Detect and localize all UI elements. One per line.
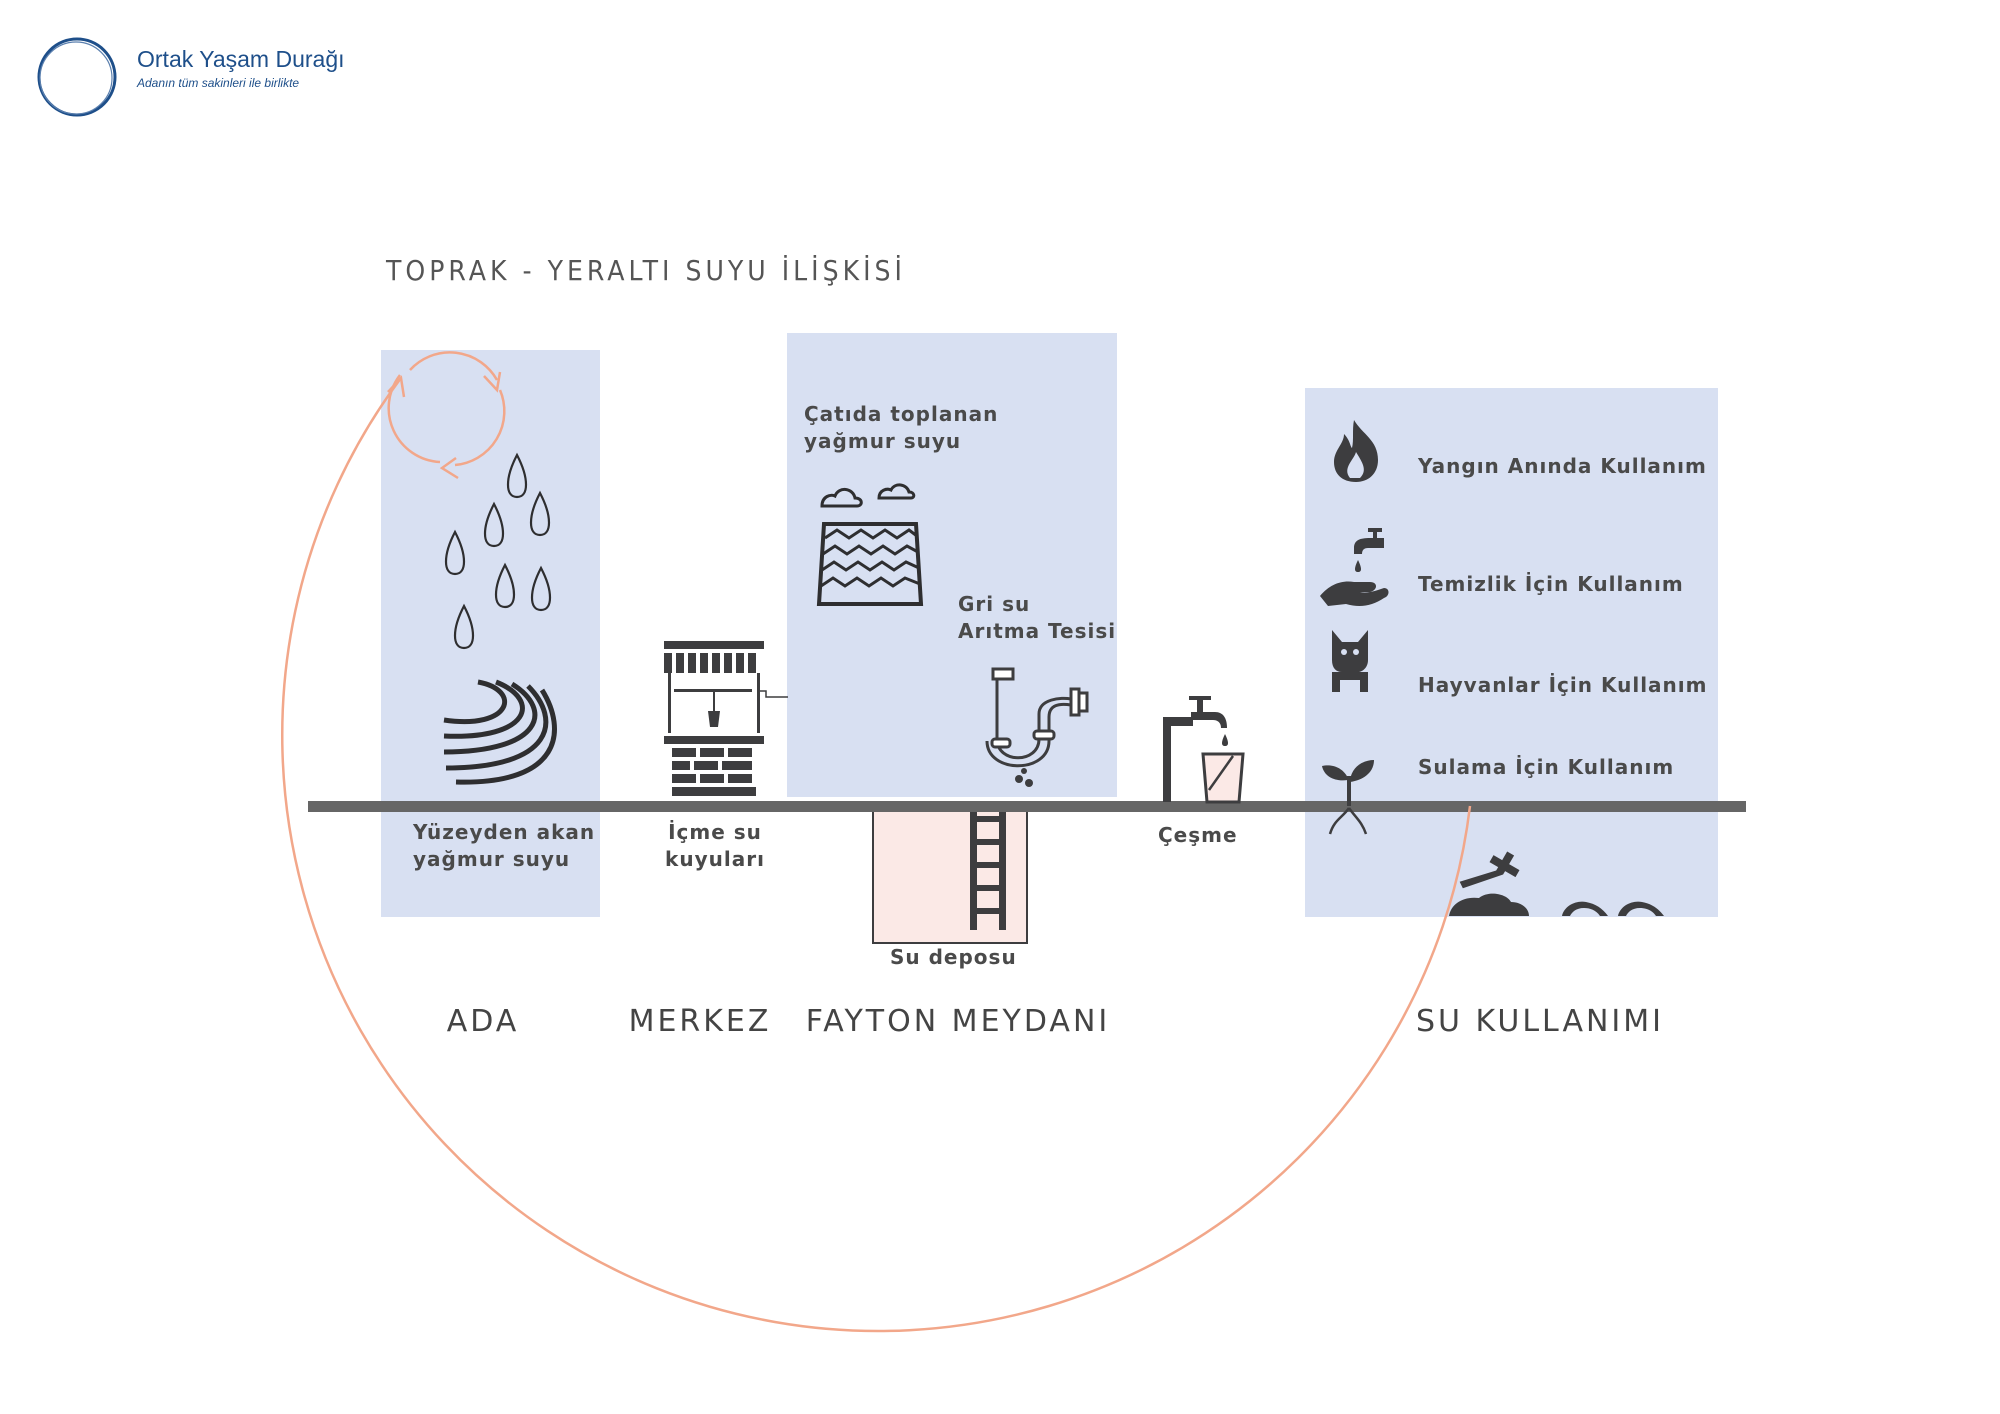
label-grey-water: Gri su Arıtma Tesisi bbox=[958, 591, 1116, 645]
panel-su-kullanimi bbox=[1305, 388, 1718, 917]
panel-fayton bbox=[787, 333, 1117, 797]
use-animals-label: Hayvanlar İçin Kullanım bbox=[1418, 673, 1708, 697]
use-fire-label: Yangın Anında Kullanım bbox=[1418, 454, 1707, 478]
zone-fayton-meydani: FAYTON MEYDANI bbox=[805, 1004, 1111, 1039]
zone-ada: ADA bbox=[446, 1004, 520, 1039]
pipe-icon bbox=[985, 667, 1089, 787]
ground-line bbox=[308, 801, 1746, 812]
zone-merkez: MERKEZ bbox=[628, 1004, 772, 1039]
hand-tap-icon bbox=[1320, 528, 1389, 606]
panel-ada bbox=[381, 350, 600, 917]
use-irrigation-label: Sulama İçin Kullanım bbox=[1418, 755, 1675, 779]
label-tank: Su deposu bbox=[890, 945, 1017, 969]
logo-name: Ortak Yaşam Durağı bbox=[137, 46, 345, 72]
use-cleaning-label: Temizlik İçin Kullanım bbox=[1418, 572, 1684, 596]
label-line: İçme su bbox=[668, 820, 762, 844]
label-line: Yüzeyden akan bbox=[413, 820, 596, 844]
fire-icon bbox=[1334, 420, 1378, 482]
label-line: yağmur suyu bbox=[413, 847, 571, 871]
label-roof-rain: Çatıda toplanan yağmur suyu bbox=[804, 401, 998, 455]
label-line: yağmur suyu bbox=[804, 429, 962, 453]
grave-icon bbox=[1449, 851, 1529, 916]
label-line: Gri su bbox=[958, 592, 1031, 616]
label-line: kuyuları bbox=[665, 847, 765, 871]
label-line: Arıtma Tesisi bbox=[958, 619, 1117, 643]
runoff-waves-icon bbox=[443, 679, 557, 785]
small-cycle-icon bbox=[387, 351, 506, 480]
roof-rain-icon bbox=[816, 483, 924, 606]
dog-icon bbox=[1332, 630, 1368, 692]
label-line: Çatıda toplanan bbox=[804, 402, 999, 426]
label-surface-runoff: Yüzeyden akan yağmur suyu bbox=[413, 819, 595, 873]
fountain-icon bbox=[1163, 696, 1245, 804]
logo-tagline: Adanın tüm sakinleri ile birlikte bbox=[137, 76, 300, 90]
label-wells: İçme su kuyuları bbox=[655, 819, 775, 873]
sprout-icon bbox=[1322, 760, 1374, 835]
zone-su-kullanimi: SU KULLANIMI bbox=[1415, 1004, 1665, 1039]
diagram-title: TOPRAK - YERALTI SUYU İLİŞKİSİ bbox=[386, 254, 906, 287]
well-icon bbox=[664, 641, 788, 796]
ladder-icon bbox=[970, 806, 1006, 930]
label-fountain: Çeşme bbox=[1158, 823, 1238, 847]
worms-icon bbox=[1562, 901, 1664, 916]
logo-ring-icon bbox=[37, 37, 117, 117]
